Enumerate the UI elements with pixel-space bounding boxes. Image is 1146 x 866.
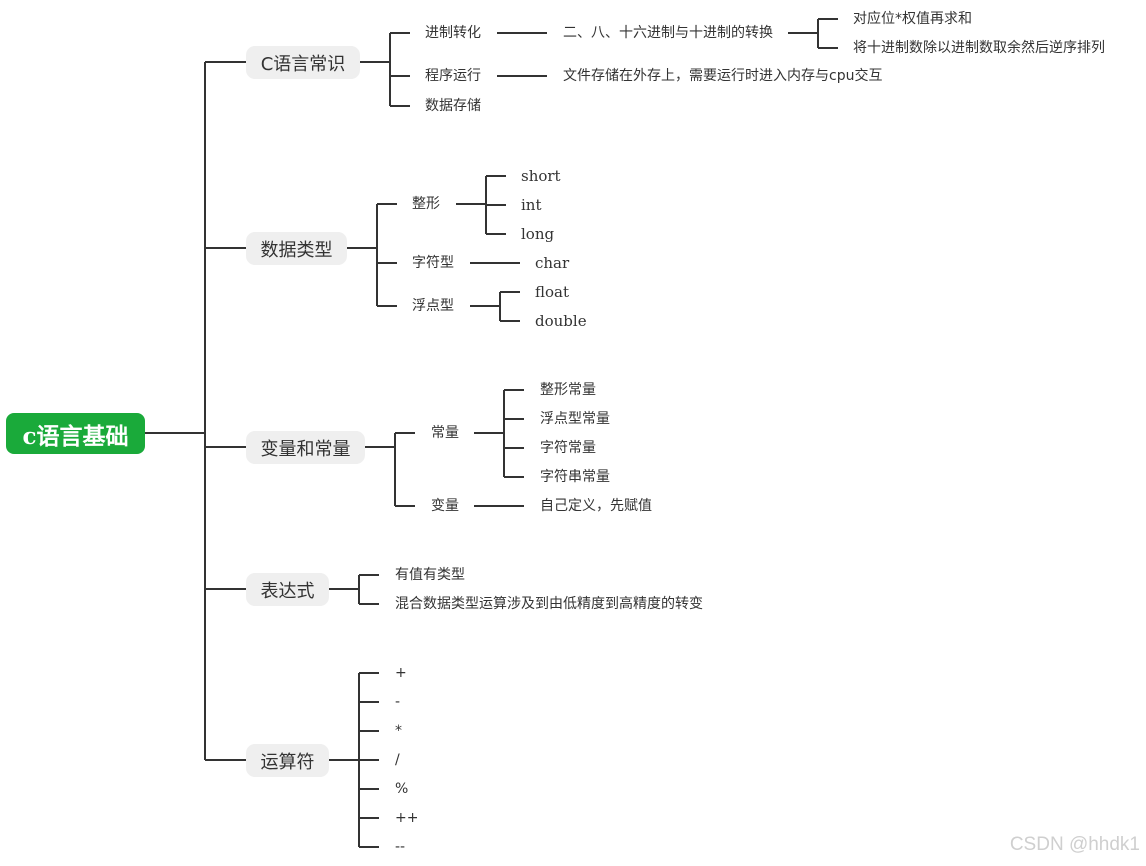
node-program-run[interactable]: 程序运行 — [425, 68, 481, 84]
branch-node-c-basics[interactable]: C语言常识 — [246, 46, 360, 79]
branch-node-data-types[interactable]: 数据类型 — [246, 232, 347, 265]
root-node[interactable]: c语言基础 — [6, 413, 145, 454]
node-double[interactable]: double — [535, 312, 587, 330]
node-string-constant[interactable]: 字符串常量 — [540, 469, 610, 485]
node-op-modulo[interactable]: % — [395, 781, 409, 797]
node-char-type[interactable]: 字符型 — [412, 255, 454, 271]
node-float[interactable]: float — [535, 283, 570, 301]
node-float-constant[interactable]: 浮点型常量 — [540, 411, 610, 427]
node-int[interactable]: int — [521, 196, 542, 214]
node-data-storage[interactable]: 数据存储 — [425, 98, 481, 114]
node-integer-constant[interactable]: 整形常量 — [540, 382, 596, 398]
node-integer-type[interactable]: 整形 — [412, 196, 440, 212]
node-op-multiply[interactable]: * — [395, 723, 402, 739]
watermark: CSDN @hhdk1 — [1009, 834, 1140, 855]
node-has-value-type[interactable]: 有值有类型 — [395, 567, 465, 583]
branch-node-operators[interactable]: 运算符 — [246, 744, 329, 777]
node-char-constant[interactable]: 字符常量 — [540, 440, 596, 456]
node-op-divide[interactable]: / — [395, 752, 400, 768]
node-radix-conversion[interactable]: 二、八、十六进制与十进制的转换 — [563, 25, 773, 41]
node-self-defined[interactable]: 自己定义，先赋值 — [540, 498, 652, 514]
node-op-decrement[interactable]: -- — [395, 839, 406, 855]
branch-node-expressions[interactable]: 表达式 — [246, 573, 329, 606]
node-op-increment[interactable]: ++ — [395, 810, 419, 826]
node-division-remainder[interactable]: 将十进制数除以进制数取余然后逆序排列 — [853, 40, 1105, 56]
node-float-type[interactable]: 浮点型 — [412, 298, 454, 314]
node-short[interactable]: short — [521, 167, 561, 185]
node-file-storage[interactable]: 文件存储在外存上，需要运行时进入内存与cpu交互 — [563, 68, 883, 84]
branch-node-variables-constants[interactable]: 变量和常量 — [246, 431, 365, 464]
node-char[interactable]: char — [535, 254, 570, 272]
node-weighted-sum[interactable]: 对应位*权值再求和 — [853, 11, 972, 27]
node-op-plus[interactable]: + — [395, 665, 407, 681]
node-constant[interactable]: 常量 — [431, 425, 459, 441]
node-mixed-type-promotion[interactable]: 混合数据类型运算涉及到由低精度到高精度的转变 — [395, 596, 703, 612]
node-variable[interactable]: 变量 — [431, 498, 459, 514]
node-base-conversion[interactable]: 进制转化 — [425, 25, 481, 41]
node-op-minus[interactable]: - — [395, 694, 401, 710]
node-long[interactable]: long — [521, 225, 555, 243]
